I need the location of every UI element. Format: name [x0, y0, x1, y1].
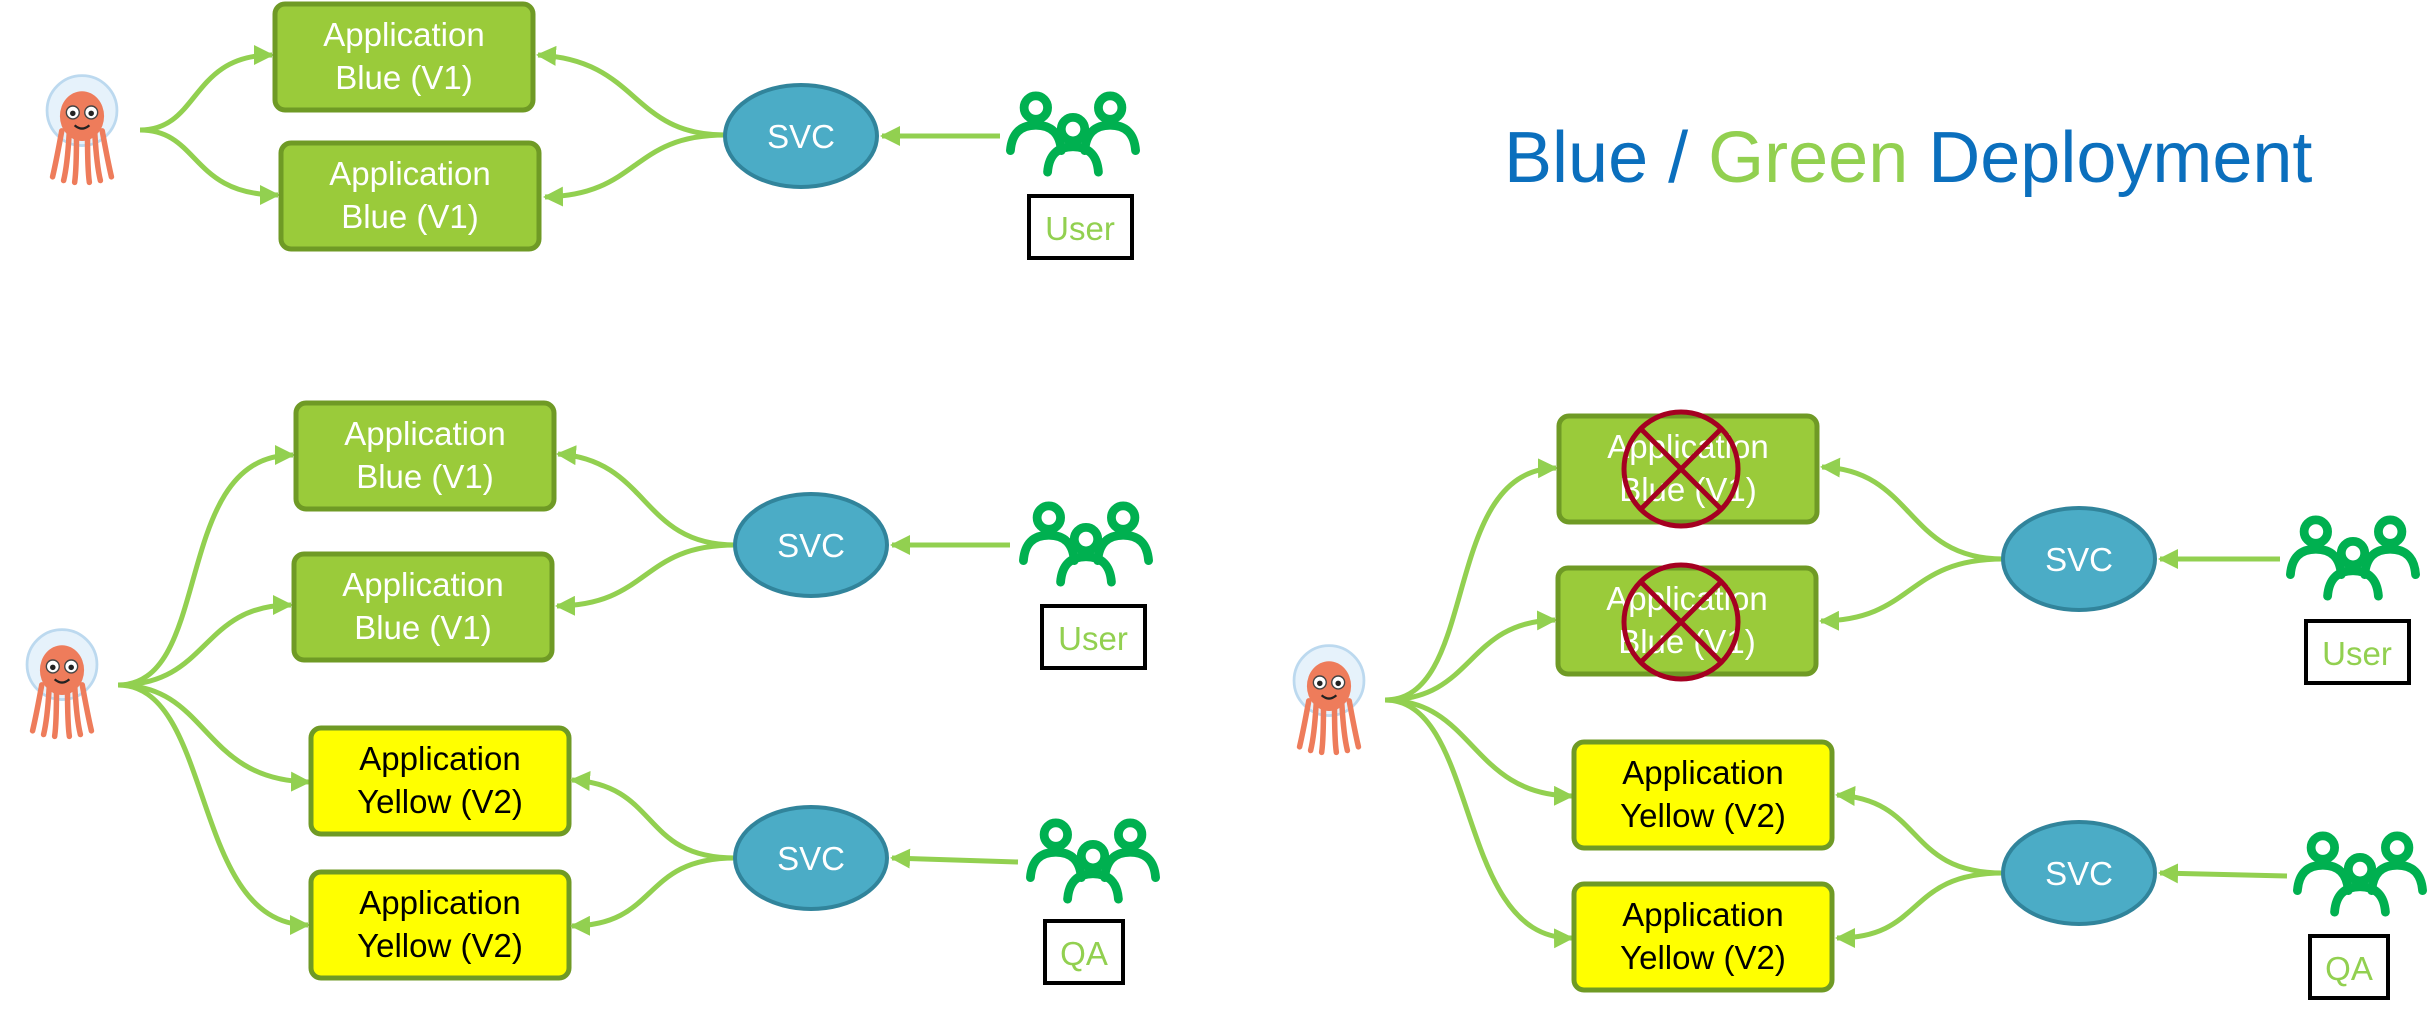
diagram-2: Application Blue (V1) Application Blue (…	[27, 400, 1156, 985]
qa-label: QA	[2308, 934, 2390, 1000]
users-group-icon	[1030, 823, 1155, 899]
svg-text:Blue (V1): Blue (V1)	[354, 609, 492, 646]
svg-text:Application: Application	[1622, 896, 1783, 933]
cross-circle-icon	[1621, 409, 1741, 529]
cross-circle-icon	[1621, 562, 1741, 682]
svg-text:QA: QA	[1060, 935, 1108, 972]
user-label: User	[2304, 619, 2411, 685]
svg-text:Blue (V1): Blue (V1)	[335, 59, 473, 96]
user-label: User	[1027, 194, 1134, 260]
app-box: Application Yellow (V2)	[308, 869, 572, 981]
svg-text:Yellow (V2): Yellow (V2)	[357, 927, 523, 964]
user-label: User	[1040, 604, 1147, 670]
users-group-icon	[2290, 520, 2415, 596]
svg-text:Blue (V1): Blue (V1)	[356, 458, 494, 495]
deploy-arrows	[139, 45, 280, 205]
svg-text:QA: QA	[2325, 950, 2373, 987]
title-green: Green	[1708, 118, 1908, 198]
svg-text:Blue (V1): Blue (V1)	[341, 198, 479, 235]
diagram-3: Application Blue (V1) Application Blue (…	[1294, 409, 2423, 1000]
svg-text:SVC: SVC	[777, 840, 845, 877]
svc-arrows	[1819, 457, 2288, 948]
svg-text:Application: Application	[344, 415, 505, 452]
page-title: Blue / Green Deployment	[1504, 118, 2312, 198]
octopus-mascot-icon	[47, 76, 117, 183]
svg-text:User: User	[2322, 635, 2392, 672]
svc-node: SVC	[733, 492, 889, 598]
svc-node: SVC	[2001, 820, 2157, 926]
svg-text:Application: Application	[1606, 580, 1767, 617]
diagram-1: Application Blue (V1) Application Blue (…	[47, 1, 1136, 260]
title-blue: Blue	[1504, 118, 1648, 198]
svg-text:SVC: SVC	[2045, 541, 2113, 578]
svg-text:Application: Application	[359, 740, 520, 777]
svg-text:Application: Application	[1622, 754, 1783, 791]
app-box: Application Blue (V1)	[272, 1, 536, 113]
deploy-arrows	[117, 445, 311, 935]
deploy-arrows	[1384, 458, 1574, 949]
users-group-icon	[1010, 96, 1135, 172]
svg-text:Application: Application	[329, 155, 490, 192]
svg-text:Yellow (V2): Yellow (V2)	[1620, 797, 1786, 834]
svc-node: SVC	[723, 83, 879, 189]
title-deployment: Deployment	[1908, 118, 2312, 198]
octopus-mascot-icon	[1294, 646, 1364, 753]
users-group-icon	[1023, 506, 1148, 582]
svg-text:Yellow (V2): Yellow (V2)	[1620, 939, 1786, 976]
title-separator: /	[1648, 118, 1708, 198]
app-box: Application Blue (V1)	[1556, 413, 1820, 525]
svg-text:Application: Application	[323, 16, 484, 53]
svg-text:SVC: SVC	[2045, 855, 2113, 892]
qa-label: QA	[1043, 919, 1125, 985]
app-box: Application Blue (V1)	[291, 551, 555, 663]
app-box: Application Yellow (V2)	[1571, 739, 1835, 851]
app-box: Application Blue (V1)	[293, 400, 557, 512]
svg-text:SVC: SVC	[777, 527, 845, 564]
svg-text:SVC: SVC	[767, 118, 835, 155]
svc-arrows	[555, 445, 1019, 936]
users-group-icon	[2297, 836, 2422, 912]
svc-node: SVC	[2001, 506, 2157, 612]
svg-text:User: User	[1058, 620, 1128, 657]
app-box: Application Blue (V1)	[1555, 565, 1819, 677]
svg-text:Application: Application	[342, 566, 503, 603]
app-box: Application Yellow (V2)	[308, 725, 572, 837]
svg-text:Application: Application	[359, 884, 520, 921]
svg-text:User: User	[1045, 210, 1115, 247]
svc-arrows	[536, 45, 1000, 207]
svg-text:Yellow (V2): Yellow (V2)	[357, 783, 523, 820]
octopus-mascot-icon	[27, 630, 97, 737]
app-box: Application Blue (V1)	[278, 140, 542, 252]
svc-node: SVC	[733, 805, 889, 911]
app-box: Application Yellow (V2)	[1571, 881, 1835, 993]
